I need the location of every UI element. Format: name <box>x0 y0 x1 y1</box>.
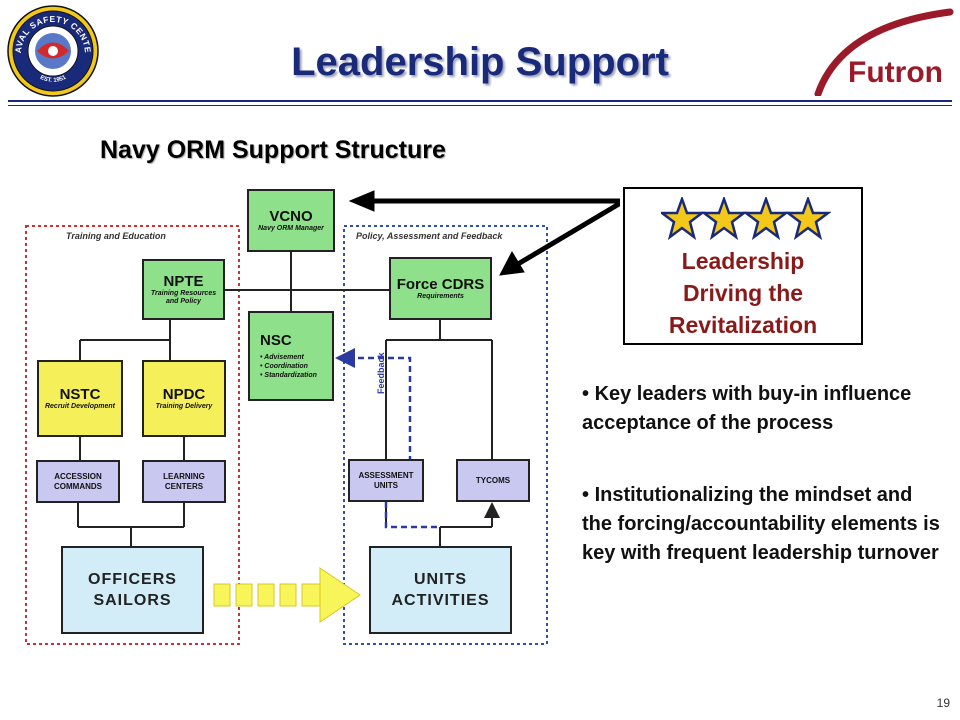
futron-logo-text: Futron <box>848 56 943 89</box>
nstc-label: NSTC <box>59 386 101 403</box>
accession-commands-box: ACCESSION COMMANDS <box>36 460 120 503</box>
callout-text: Leadership Driving the Revitalization <box>668 248 818 338</box>
region-label-training: Training and Education <box>66 231 166 241</box>
bullet-item-1-text: Key leaders with buy-in influence accept… <box>582 383 912 434</box>
npte-box: NPTE Training Resources and Policy <box>142 259 225 320</box>
npdc-label: NPDC <box>162 386 206 403</box>
nsc-bullet-3: • Standardization <box>260 372 317 379</box>
nsc-bullet-2: • Coordination <box>260 363 308 370</box>
bullet-item-1: • Key leaders with buy-in influence acce… <box>582 383 912 434</box>
learning-centers-box: LEARNING CENTERS <box>142 460 226 503</box>
npte-sub: Training Resources and Policy <box>150 290 217 305</box>
region-policy-assessment <box>343 225 548 645</box>
tycoms-label: TYCOMS <box>475 475 511 485</box>
force-cdrs-sub: Requirements <box>417 293 464 300</box>
learning-centers-label: LEARNING CENTERS <box>163 471 205 491</box>
units-activities-box: UNITS ACTIVITIES <box>369 546 512 634</box>
header-rule <box>8 100 952 102</box>
region-label-policy: Policy, Assessment and Feedback <box>356 231 503 241</box>
futron-logo: Futron <box>814 8 954 96</box>
tycoms-box: TYCOMS <box>456 459 530 502</box>
four-stars-icon <box>661 197 831 241</box>
diagram-connectors <box>25 190 620 645</box>
seal-text-bottom: EST. 1951 <box>39 74 68 83</box>
bullet-item-2: • Institutionalizing the mindset and the… <box>582 484 940 564</box>
assessment-units-label: ASSESSMENT UNITS <box>358 470 414 490</box>
orm-support-structure-diagram: Training and Education Policy, Assessmen… <box>25 189 620 645</box>
svg-text:EST. 1951: EST. 1951 <box>39 74 68 83</box>
force-cdrs-label: Force CDRS <box>396 276 485 293</box>
npdc-sub: Training Delivery <box>155 403 213 410</box>
units-activities-label: UNITS ACTIVITIES <box>391 571 490 609</box>
header-rule-secondary <box>8 105 952 106</box>
naval-safety-center-seal: NAVAL SAFETY CENTER EST. 1951 <box>6 4 99 97</box>
vcno-label: VCNO <box>269 208 313 225</box>
region-training-education <box>25 225 240 645</box>
section-subtitle: Navy ORM Support Structure <box>100 136 446 164</box>
officers-sailors-label: OFFICERS SAILORS <box>88 571 177 609</box>
npte-label: NPTE <box>163 273 204 290</box>
nstc-sub: Recruit Development <box>44 403 116 410</box>
leadership-callout: Leadership Driving the Revitalization <box>623 187 863 345</box>
bullet-item-2-text: Institutionalizing the mindset and the f… <box>582 484 940 564</box>
feedback-label: Feedback <box>376 352 386 394</box>
page-number: 19 <box>936 696 950 710</box>
nsc-box: NSC • Advisement • Coordination • Standa… <box>248 311 334 401</box>
nsc-label: NSC <box>260 332 292 349</box>
vcno-box: VCNO Navy ORM Manager <box>247 189 335 252</box>
vcno-sub: Navy ORM Manager <box>258 225 324 232</box>
force-cdrs-box: Force CDRS Requirements <box>389 257 492 320</box>
nsc-bullet-1: • Advisement <box>260 354 304 361</box>
flow-arrow-to-units <box>213 567 361 623</box>
accession-commands-label: ACCESSION COMMANDS <box>54 471 102 491</box>
nstc-box: NSTC Recruit Development <box>37 360 123 437</box>
officers-sailors-box: OFFICERS SAILORS <box>61 546 204 634</box>
assessment-units-box: ASSESSMENT UNITS <box>348 459 424 502</box>
page-title: Leadership Support <box>291 40 669 84</box>
npdc-box: NPDC Training Delivery <box>142 360 226 437</box>
